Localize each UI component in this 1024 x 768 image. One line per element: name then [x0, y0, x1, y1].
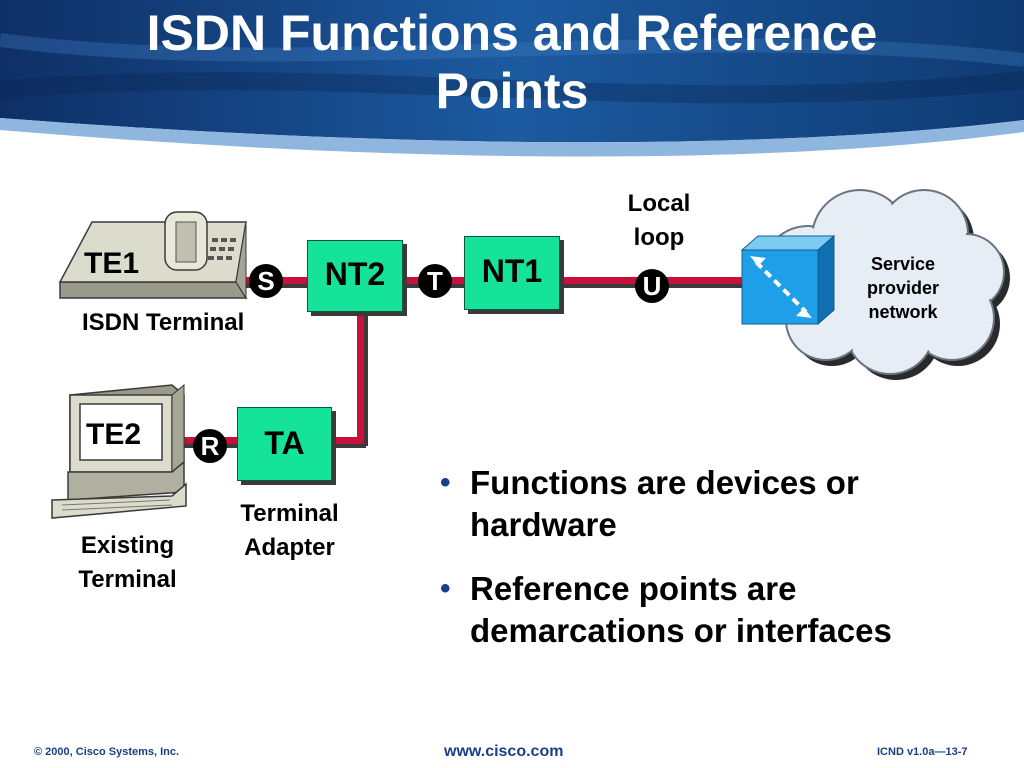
footer-copyright: © 2000, Cisco Systems, Inc. — [34, 746, 180, 758]
ta-label: TA — [264, 425, 305, 461]
local-loop-line-1: Local — [627, 190, 691, 217]
cloud-label: Service provider network — [848, 252, 958, 324]
reference-point-t: T — [418, 264, 452, 298]
cloud-label-line-1: Service — [870, 254, 936, 274]
cloud-label-line-2: provider — [866, 278, 940, 298]
te1-label: TE1 — [84, 247, 140, 280]
te2-caption-line-2: Terminal — [78, 566, 177, 593]
computer-terminal-icon — [51, 383, 187, 519]
bullet-item: • Functions are devices or hardware — [440, 462, 1010, 546]
local-loop-label: Local loop — [605, 187, 713, 255]
bullet-2-line-1: Reference points are — [470, 570, 797, 607]
nt1-label: NT1 — [481, 253, 543, 289]
reference-point-r: R — [193, 429, 227, 463]
local-loop-line-2: loop — [633, 224, 685, 251]
bullet-1-line-1: Functions are devices or — [470, 464, 859, 501]
footer-url[interactable]: www.cisco.com — [444, 743, 564, 760]
title-line-2: Points — [435, 63, 589, 119]
page-title: ISDN Functions and Reference Points — [0, 4, 1024, 120]
ta-caption: Terminal Adapter — [222, 497, 357, 565]
ta-caption-line-1: Terminal — [240, 500, 339, 527]
nt2-label: NT2 — [324, 256, 386, 292]
nt1-box: NT1 — [464, 236, 560, 310]
bullet-2-line-2: demarcations or interfaces — [470, 612, 892, 649]
footer-course-id: ICND v1.0a—13-7 — [877, 746, 968, 758]
reference-point-s: S — [249, 264, 283, 298]
bullet-dot-icon: • — [440, 572, 451, 605]
title-line-1: ISDN Functions and Reference — [146, 5, 878, 61]
header-background — [0, 0, 1024, 165]
te2-label: TE2 — [86, 418, 142, 451]
ta-box: TA — [237, 407, 332, 481]
bullet-1-line-2: hardware — [470, 506, 617, 543]
ta-caption-line-2: Adapter — [244, 534, 335, 561]
bullet-dot-icon: • — [440, 466, 451, 499]
link-nt2-ta-horizontal — [330, 437, 366, 448]
link-nt2-ta-vertical — [357, 310, 368, 446]
cloud-label-line-3: network — [868, 302, 938, 322]
bullet-list: • Functions are devices or hardware • Re… — [440, 462, 1010, 674]
isdn-phone-icon — [58, 211, 248, 300]
bullet-item: • Reference points are demarcations or i… — [440, 568, 1010, 652]
reference-point-u: U — [635, 269, 669, 303]
te1-caption: ISDN Terminal — [82, 309, 245, 336]
header-band: ISDN Functions and Reference Points — [0, 0, 1024, 165]
te2-caption-line-1: Existing — [80, 532, 175, 559]
te2-caption: Existing Terminal — [60, 529, 195, 597]
isdn-switch-icon — [740, 234, 836, 326]
nt2-box: NT2 — [307, 240, 403, 312]
